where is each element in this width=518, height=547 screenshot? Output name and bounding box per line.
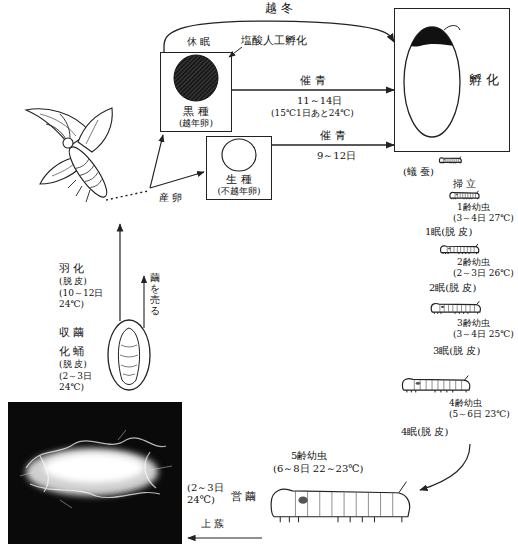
- stage-label: 11～14日: [296, 95, 343, 107]
- larva-drawings: [271, 157, 480, 523]
- flow-arrow: [232, 89, 394, 90]
- cocoon-photo: [8, 402, 182, 544]
- larva-drawings: [439, 157, 461, 164]
- larva-drawings: [271, 482, 410, 523]
- moth-illustration: [63, 142, 112, 201]
- egg-laying-arrows: [150, 172, 204, 188]
- stage-label: 5齢幼虫: [290, 450, 328, 462]
- moth-illustration: [78, 108, 112, 152]
- cocoon-photo: [20, 430, 172, 508]
- stage-label: 4眠(脱 皮): [400, 426, 449, 438]
- stage-label: 4齢幼虫: [448, 398, 483, 409]
- stage-label: (15℃1日あと24℃): [270, 108, 355, 119]
- larva-drawings: [431, 301, 480, 314]
- stage-label: (2～3日 24℃): [186, 482, 232, 506]
- stage-label: 3齢幼虫: [456, 318, 491, 329]
- flow-arrow: [272, 144, 394, 145]
- flow-arrow: [164, 21, 394, 52]
- stage-label: 1眠(脱 皮): [424, 226, 473, 238]
- stage-label: 繭を売る: [150, 272, 160, 316]
- moth-illustration: [68, 180, 90, 202]
- edge-label: 催 青: [318, 129, 348, 142]
- edge-label: 催 青: [298, 74, 328, 87]
- sell-cocoon-arrow: [143, 276, 144, 328]
- stage-label: (10～12日 24℃): [58, 288, 106, 310]
- stage-label: (6～8日 22～23℃): [272, 463, 364, 475]
- egg-laying-arrows: [150, 135, 163, 188]
- stage-label: 2眠(脱 皮): [428, 282, 477, 294]
- stage-label: (脱 皮): [58, 359, 88, 370]
- stage-label: (2～3日 24℃): [58, 371, 100, 393]
- cocoon-photo: [8, 402, 182, 544]
- stage-label: (2～3日 26℃): [452, 268, 515, 279]
- hatching-egg-picture: [444, 26, 460, 31]
- white-egg-picture: [222, 139, 256, 171]
- stage-label: (3～4日 27℃): [452, 213, 515, 224]
- moth-illustration: [75, 159, 105, 191]
- stage-label: 1齢幼虫: [456, 202, 491, 213]
- node-note: (不越年卵): [217, 186, 260, 197]
- stage-label: (5～6日 23℃): [448, 409, 511, 420]
- hatching-egg-picture: [400, 20, 470, 137]
- larva-drawings: [450, 191, 479, 199]
- pupa-illustration: [108, 320, 150, 390]
- edge-label: 越 冬: [263, 1, 295, 15]
- flow-arrow: [119, 224, 120, 321]
- stage-label: 9～12日: [316, 150, 357, 162]
- stage-label: 2齢幼虫: [456, 257, 491, 268]
- black-egg-picture: [174, 55, 218, 101]
- node-title: 黒 種: [183, 105, 209, 118]
- flow-arrow: [120, 224, 121, 321]
- node-title: 孵 化: [469, 72, 499, 88]
- pupa-illustration: [118, 328, 139, 385]
- hatching-egg-picture: [400, 20, 470, 47]
- pupa-illustration: [120, 345, 138, 376]
- larva-drawings: [402, 376, 469, 393]
- cocoon-photo: [26, 438, 166, 498]
- larva-drawings: [441, 244, 479, 254]
- flow-arrow: [188, 444, 470, 538]
- sell-cocoon-arrow: [144, 276, 145, 328]
- stage-label: 羽 化: [58, 262, 86, 275]
- flow-arrow: [420, 444, 470, 490]
- moth-illustration: [46, 114, 70, 139]
- stage-label: 休 眠: [186, 36, 211, 48]
- stage-label: 化 蛹: [58, 345, 86, 358]
- pupa-illustration: [108, 320, 150, 390]
- moth-illustration: [106, 191, 148, 200]
- stage-label: 掃 立: [452, 178, 477, 190]
- stage-label: 産 卵: [158, 192, 183, 204]
- egg-box: 黒 種(越年卵): [160, 52, 232, 132]
- stage-label: 塩酸人工孵化: [240, 34, 308, 47]
- stage-label: 3眠(脱 皮): [432, 345, 481, 357]
- stage-label: (蟻 蚕): [402, 166, 435, 178]
- cocoon-photo: [44, 453, 144, 483]
- hatching-egg-picture: [400, 20, 470, 47]
- flow-arrow: [188, 537, 262, 538]
- stage-label: (3～4日 25℃): [452, 329, 515, 340]
- node-title: 生 種: [226, 173, 252, 186]
- moth-illustration: [63, 138, 73, 148]
- black-egg-picture: [174, 55, 218, 101]
- egg-box: 孵 化: [394, 8, 510, 152]
- moth-illustration: [75, 159, 105, 191]
- stage-label: 上 蔟: [200, 518, 225, 530]
- node-note: (越年卵): [179, 118, 213, 129]
- egg-box: 生 種(不越年卵): [206, 136, 272, 200]
- white-egg-picture: [222, 139, 256, 171]
- moth-illustration: [26, 108, 148, 202]
- stage-label: 収 繭: [58, 326, 86, 339]
- stage-label: 営 繭: [230, 490, 258, 503]
- egg-laying-arrows: [150, 135, 204, 188]
- stage-label: (脱 皮): [58, 276, 88, 287]
